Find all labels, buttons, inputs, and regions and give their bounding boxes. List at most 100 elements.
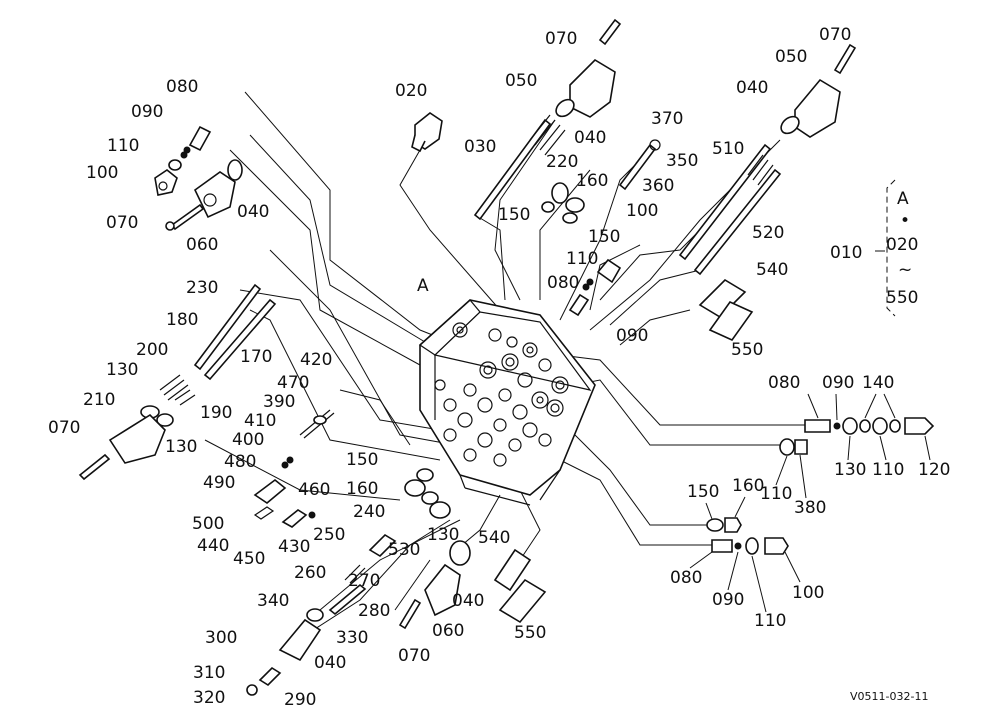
label-060: 060: [186, 235, 218, 255]
label-360: 360: [642, 176, 674, 196]
label-100: 100: [86, 163, 118, 183]
label-300: 300: [205, 628, 237, 648]
label-250: 250: [313, 525, 345, 545]
label-490: 490: [203, 473, 235, 493]
label-440: 440: [197, 536, 229, 556]
label-090: 090: [131, 102, 163, 122]
label-090: 090: [616, 326, 648, 346]
label-070: 070: [545, 29, 577, 49]
legend-020: 020: [886, 235, 918, 255]
label-060: 060: [432, 621, 464, 641]
bottom-left-parts: [246, 468, 547, 696]
label-150: 150: [498, 205, 530, 225]
label-150: 150: [588, 227, 620, 247]
label-280: 280: [358, 601, 390, 621]
label-130: 130: [427, 525, 459, 545]
legend-tilde: ~: [898, 260, 912, 280]
label-070: 070: [398, 646, 430, 666]
label-330: 330: [336, 628, 368, 648]
label-160: 160: [346, 479, 378, 499]
label-080: 080: [768, 373, 800, 393]
label-100: 100: [626, 201, 658, 221]
left-middle-spools: [78, 283, 277, 481]
block-ports: [434, 322, 569, 467]
label-180: 180: [166, 310, 198, 330]
assembly-legend: 010 A • 020 ~ 550: [830, 179, 918, 317]
label-050: 050: [775, 47, 807, 67]
legend-dot: •: [900, 211, 910, 231]
label-550: 550: [514, 623, 546, 643]
label-100: 100: [792, 583, 824, 603]
label-140: 140: [862, 373, 894, 393]
label-080: 080: [670, 568, 702, 588]
label-040: 040: [452, 591, 484, 611]
right-parts: [706, 417, 935, 555]
label-480: 480: [224, 452, 256, 472]
label-540: 540: [478, 528, 510, 548]
label-550: 550: [731, 340, 763, 360]
label-210: 210: [83, 390, 115, 410]
label-240: 240: [353, 502, 385, 522]
top-left-parts: [154, 125, 243, 231]
label-420: 420: [300, 350, 332, 370]
label-030: 030: [464, 137, 496, 157]
label-290: 290: [284, 690, 316, 710]
label-090: 090: [822, 373, 854, 393]
top-center-spool: [473, 18, 622, 221]
label-130: 130: [106, 360, 138, 380]
control-valve-block: [419, 299, 596, 506]
label-230: 230: [186, 278, 218, 298]
label-160: 160: [576, 171, 608, 191]
label-220: 220: [546, 152, 578, 172]
label-260: 260: [294, 563, 326, 583]
label-450: 450: [233, 549, 265, 569]
label-ref-a: A: [417, 276, 429, 296]
label-110: 110: [566, 249, 598, 269]
label-040: 040: [736, 78, 768, 98]
label-460: 460: [298, 480, 330, 500]
top-right-spools: [678, 43, 857, 276]
label-170: 170: [240, 347, 272, 367]
label-520: 520: [752, 223, 784, 243]
label-540: 540: [756, 260, 788, 280]
legend-a: A: [897, 189, 909, 209]
label-070: 070: [106, 213, 138, 233]
label-120: 120: [918, 460, 950, 480]
label-510: 510: [712, 139, 744, 159]
label-080: 080: [547, 273, 579, 293]
label-080: 080: [166, 77, 198, 97]
label-470: 470: [277, 373, 309, 393]
label-320: 320: [193, 688, 225, 708]
label-040: 040: [237, 202, 269, 222]
label-190: 190: [200, 403, 232, 423]
label-110: 110: [107, 136, 139, 156]
label-160: 160: [732, 476, 764, 496]
part-020-plug: [411, 112, 443, 153]
label-130: 130: [165, 437, 197, 457]
label-040: 040: [314, 653, 346, 673]
legend-550: 550: [886, 288, 918, 308]
label-270: 270: [348, 571, 380, 591]
top-middle-small-parts: [541, 139, 754, 342]
label-110: 110: [760, 484, 792, 504]
drawing-code: V0511-032-11: [850, 690, 928, 703]
label-110: 110: [754, 611, 786, 631]
label-130: 130: [834, 460, 866, 480]
legend-010: 010: [830, 243, 862, 263]
label-020: 020: [395, 81, 427, 101]
label-070: 070: [819, 25, 851, 45]
label-070: 070: [48, 418, 80, 438]
label-400: 400: [232, 430, 264, 450]
label-380: 380: [794, 498, 826, 518]
label-530: 530: [388, 540, 420, 560]
label-050: 050: [505, 71, 537, 91]
label-150: 150: [687, 482, 719, 502]
label-370: 370: [651, 109, 683, 129]
label-500: 500: [192, 514, 224, 534]
part-labels: 080 090 110 100 040 070 060 020 070 050 …: [48, 25, 950, 710]
label-350: 350: [666, 151, 698, 171]
label-090: 090: [712, 590, 744, 610]
label-430: 430: [278, 537, 310, 557]
label-310: 310: [193, 663, 225, 683]
